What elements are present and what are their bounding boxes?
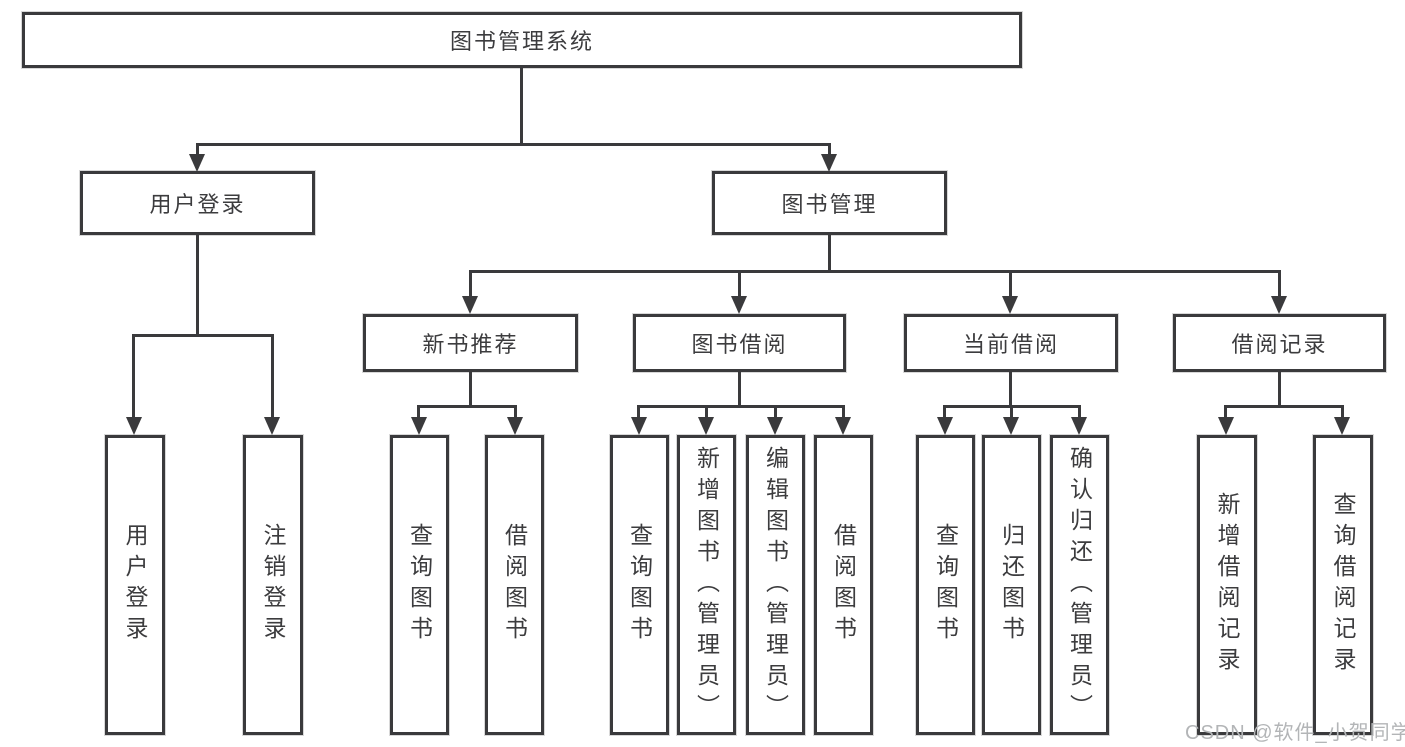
arrowhead-down-icon [126,417,142,435]
node-library-system: 图书管理系统 [22,12,1022,68]
connector-line [1078,405,1081,419]
leaf-logout: 注销登录 [243,435,303,735]
node-book-borrow: 图书借阅 [633,314,846,372]
connector-line [828,143,831,156]
connector-line [705,405,708,419]
leaf-label: 新增图书（管理员） [693,445,720,725]
connector-line [738,372,741,408]
connector-line [514,405,517,419]
leaf-query-books-new: 查询图书 [390,435,449,735]
leaf-label: 查询图书 [406,523,433,647]
node-new-book-recommend: 新书推荐 [363,314,578,372]
connector-line [196,143,831,146]
arrowhead-down-icon [507,417,523,435]
connector-line [196,143,199,156]
leaf-label: 用户登录 [122,523,148,647]
connector-line [637,405,845,408]
arrowhead-down-icon [411,417,427,435]
arrowhead-down-icon [1071,417,1087,435]
node-borrow-records: 借阅记录 [1173,314,1386,372]
node-current-borrow: 当前借阅 [904,314,1118,372]
leaf-return-books: 归还图书 [982,435,1041,735]
connector-line [469,270,472,298]
arrowhead-down-icon [731,296,747,314]
arrowhead-down-icon [462,296,478,314]
node-book-management: 图书管理 [712,171,947,235]
connector-line [132,334,135,419]
leaf-edit-book-admin: 编辑图书（管理员） [746,435,805,735]
connector-line [738,270,741,298]
leaf-borrow-books-new: 借阅图书 [485,435,544,735]
leaf-label: 新增借阅记录 [1214,492,1240,678]
leaf-label: 借阅图书 [830,523,857,647]
arrowhead-down-icon [821,154,837,172]
connector-line [1009,372,1012,408]
connector-line [520,68,523,144]
arrowhead-down-icon [264,417,280,435]
arrowhead-down-icon [189,154,205,172]
watermark: CSDN @软件_小贺同学 [1185,722,1405,744]
arrowhead-down-icon [698,417,714,435]
connector-line [1341,405,1344,419]
leaf-borrow-books: 借阅图书 [814,435,873,735]
arrowhead-down-icon [1271,296,1287,314]
arrowhead-down-icon [1218,417,1234,435]
leaf-add-book-admin: 新增图书（管理员） [677,435,736,735]
connector-line [132,334,274,337]
leaf-query-borrow-record: 查询借阅记录 [1313,435,1373,735]
connector-line [842,405,845,419]
connector-line [774,405,777,419]
leaf-confirm-return-admin: 确认归还（管理员） [1050,435,1109,735]
connector-line [196,235,199,336]
leaf-add-borrow-record: 新增借阅记录 [1197,435,1257,735]
connector-line [469,372,472,408]
connector-line [417,405,420,419]
connector-line [943,405,946,419]
connector-line [271,334,274,419]
leaf-label: 编辑图书（管理员） [762,445,789,725]
leaf-user-login: 用户登录 [105,435,165,735]
leaf-label: 查询图书 [626,523,653,647]
leaf-label: 查询借阅记录 [1330,492,1356,678]
leaf-query-books-current: 查询图书 [916,435,975,735]
connector-line [417,405,517,408]
connector-line [1278,372,1281,408]
arrowhead-down-icon [631,417,647,435]
node-user-login: 用户登录 [80,171,315,235]
connector-line [828,235,831,273]
connector-line [1010,405,1013,419]
arrowhead-down-icon [937,417,953,435]
connector-line [1224,405,1227,419]
leaf-label: 归还图书 [998,523,1025,647]
leaf-label: 查询图书 [932,523,959,647]
leaf-label: 确认归还（管理员） [1066,445,1093,725]
arrowhead-down-icon [835,417,851,435]
arrowhead-down-icon [767,417,783,435]
connector-line [637,405,640,419]
arrowhead-down-icon [1002,296,1018,314]
connector-line [1224,405,1344,408]
connector-line [469,270,1281,273]
connector-line [1009,270,1012,298]
leaf-label: 借阅图书 [501,523,528,647]
leaf-query-books-borrow: 查询图书 [610,435,669,735]
leaf-label: 注销登录 [260,523,286,647]
connector-line [1278,270,1281,298]
arrowhead-down-icon [1003,417,1019,435]
arrowhead-down-icon [1334,417,1350,435]
